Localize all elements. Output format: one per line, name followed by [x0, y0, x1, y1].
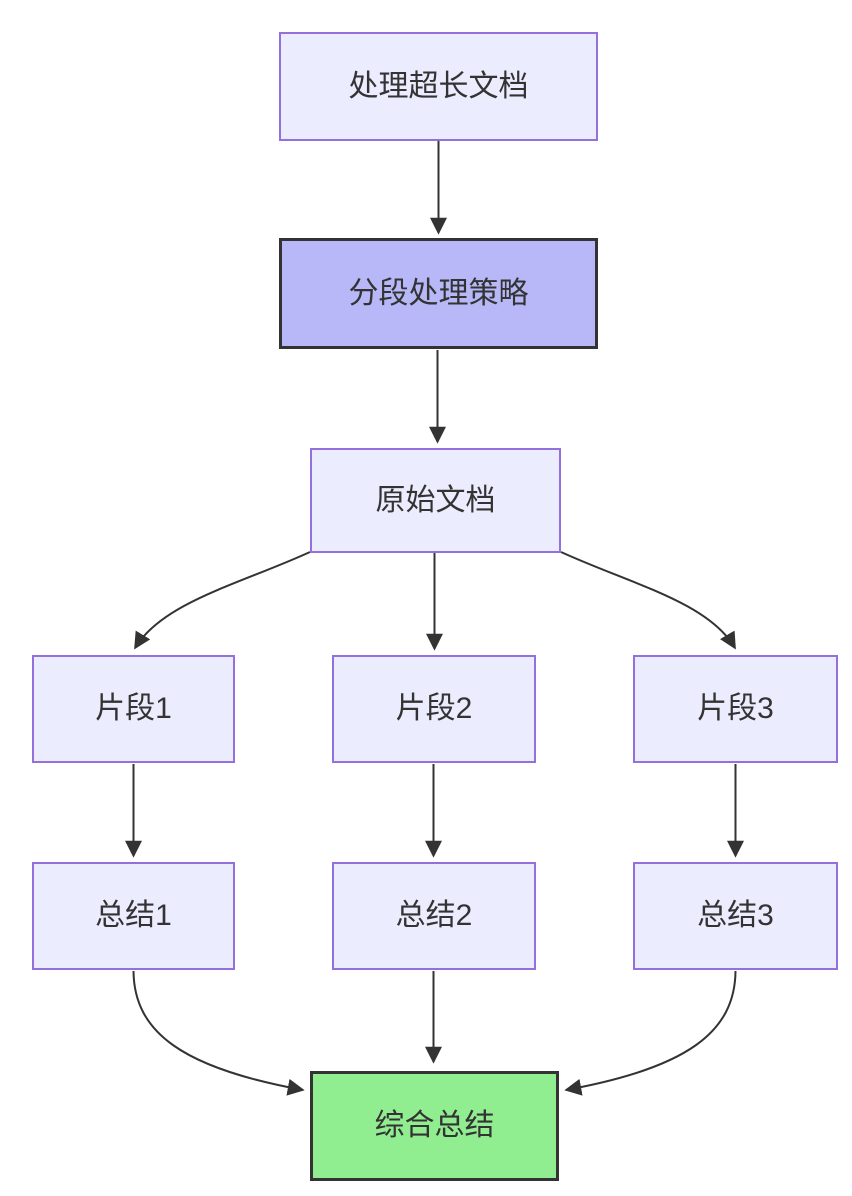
- node-sum3: 总结3: [633, 862, 838, 970]
- edge-doc-chunk3: [560, 551, 736, 650]
- edge-doc-chunk1: [134, 551, 311, 650]
- node-title: 处理超长文档: [279, 32, 598, 141]
- node-final: 综合总结: [310, 1071, 559, 1181]
- edge-sum3-final: [564, 970, 737, 1096]
- node-sum1: 总结1: [32, 862, 235, 970]
- node-chunk1: 片段1: [32, 655, 235, 763]
- node-chunk3: 片段3: [633, 655, 838, 763]
- edge-sum1-final: [132, 970, 305, 1096]
- node-doc: 原始文档: [310, 448, 561, 553]
- node-strategy: 分段处理策略: [279, 238, 598, 349]
- node-sum2: 总结2: [332, 862, 536, 970]
- node-chunk2: 片段2: [332, 655, 536, 763]
